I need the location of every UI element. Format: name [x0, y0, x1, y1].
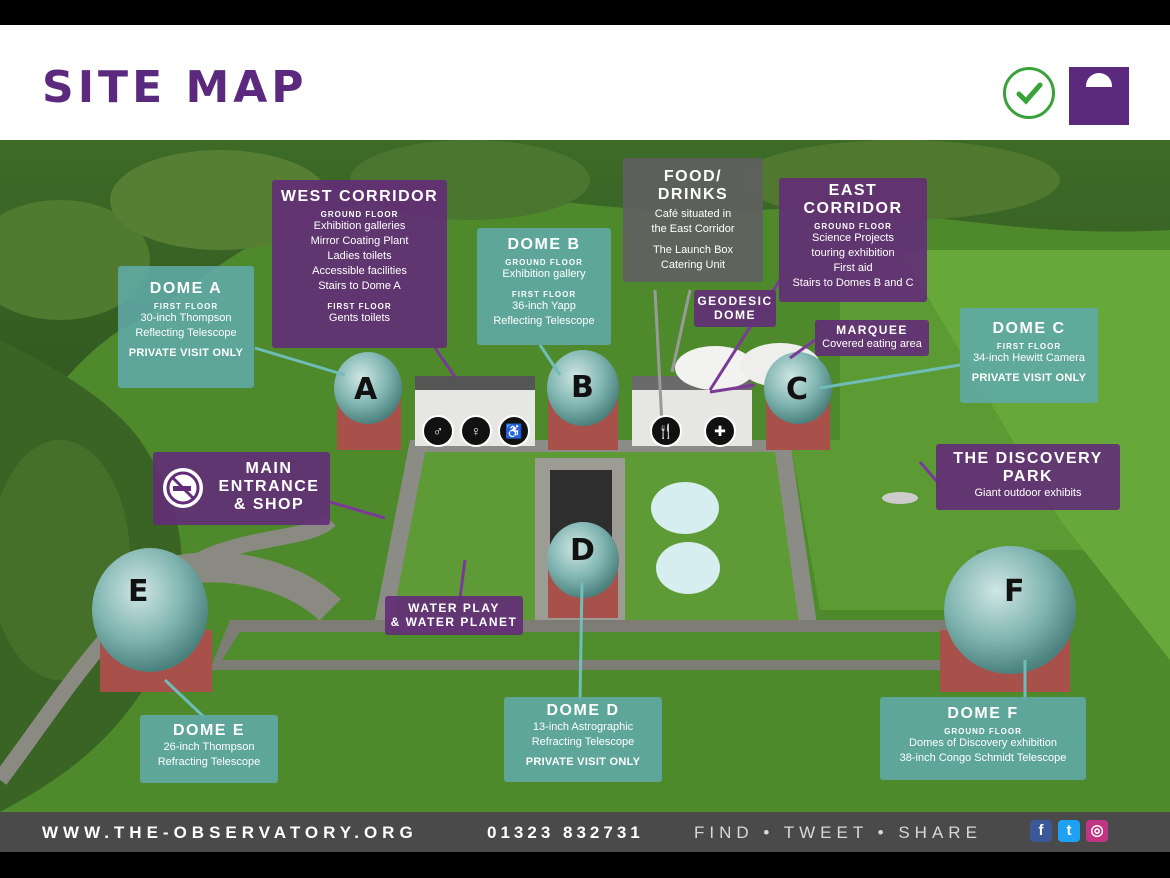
footer: WWW.THE-OBSERVATORY.ORG 01323 832731 FIN… [0, 812, 1170, 852]
page-title: SITE MAP [42, 62, 308, 113]
dome-e-label: DOME E 26-inch Thompson Refracting Teles… [140, 715, 278, 783]
dome-f-shape [940, 546, 1076, 692]
good-to-go-badge-icon [1003, 67, 1055, 119]
dome-d-label: DOME D 13-inch Astrographic Refracting T… [504, 697, 662, 782]
aerial-site-map: A B C D E F ♂ ♀ ♿ 🍴 ✚ DOME A FIRST FLOOR… [0, 140, 1170, 812]
west-corridor-label: WEST CORRIDOR GROUND FLOOR Exhibition ga… [272, 180, 447, 348]
dome-c-letter: C [786, 372, 809, 407]
dome-d-letter: D [570, 533, 595, 568]
east-corridor-label: EAST CORRIDOR GROUND FLOOR Science Proje… [779, 178, 927, 302]
marquee-label: MARQUEE Covered eating area [815, 320, 929, 356]
dome-a-letter: A [354, 372, 378, 407]
first-aid-icon: ✚ [704, 415, 736, 447]
dome-c-label: DOME C FIRST FLOOR 34-inch Hewitt Camera… [960, 308, 1098, 403]
dome-b-label: DOME B GROUND FLOOR Exhibition gallery F… [477, 228, 611, 345]
water-play-label: WATER PLAY & WATER PLANET [385, 596, 523, 635]
social-tagline: FIND • TWEET • SHARE [694, 823, 982, 842]
food-drinks-label: FOOD/ DRINKS Café situated in the East C… [623, 158, 763, 282]
no-smoking-icon [163, 468, 203, 508]
dome-a-shape [334, 352, 402, 450]
east-facility-icons: 🍴 ✚ [650, 415, 736, 447]
dome-a-label: DOME A FIRST FLOOR 30-inch Thompson Refl… [118, 266, 254, 388]
dome-e-shape [92, 548, 212, 692]
west-facility-icons: ♂ ♀ ♿ [422, 415, 530, 447]
phone-number[interactable]: 01323 832731 [487, 823, 644, 842]
dome-c-shape [764, 352, 832, 450]
dome-b-letter: B [571, 370, 594, 405]
gents-toilet-icon: ♂ [422, 415, 454, 447]
ladies-toilet-icon: ♀ [460, 415, 492, 447]
discovery-park-label: THE DISCOVERY PARK Giant outdoor exhibit… [936, 444, 1120, 510]
instagram-icon[interactable]: ◎ [1086, 820, 1108, 842]
observatory-logo [1069, 67, 1129, 125]
header: SITE MAP [0, 25, 1170, 140]
top-black-bar [0, 0, 1170, 25]
facebook-icon[interactable]: f [1030, 820, 1052, 842]
dome-f-label: DOME F GROUND FLOOR Domes of Discovery e… [880, 697, 1086, 780]
bottom-black-bar [0, 852, 1170, 878]
dome-b-shape [547, 350, 619, 450]
dome-f-letter: F [1004, 574, 1025, 609]
cutlery-icon: 🍴 [650, 415, 682, 447]
website-url[interactable]: WWW.THE-OBSERVATORY.ORG [42, 823, 418, 842]
geodesic-dome-label: GEODESIC DOME [694, 290, 776, 327]
accessible-icon: ♿ [498, 415, 530, 447]
dome-e-letter: E [128, 574, 149, 609]
main-entrance-label: MAIN ENTRANCE & SHOP [153, 452, 330, 525]
twitter-icon[interactable]: t [1058, 820, 1080, 842]
